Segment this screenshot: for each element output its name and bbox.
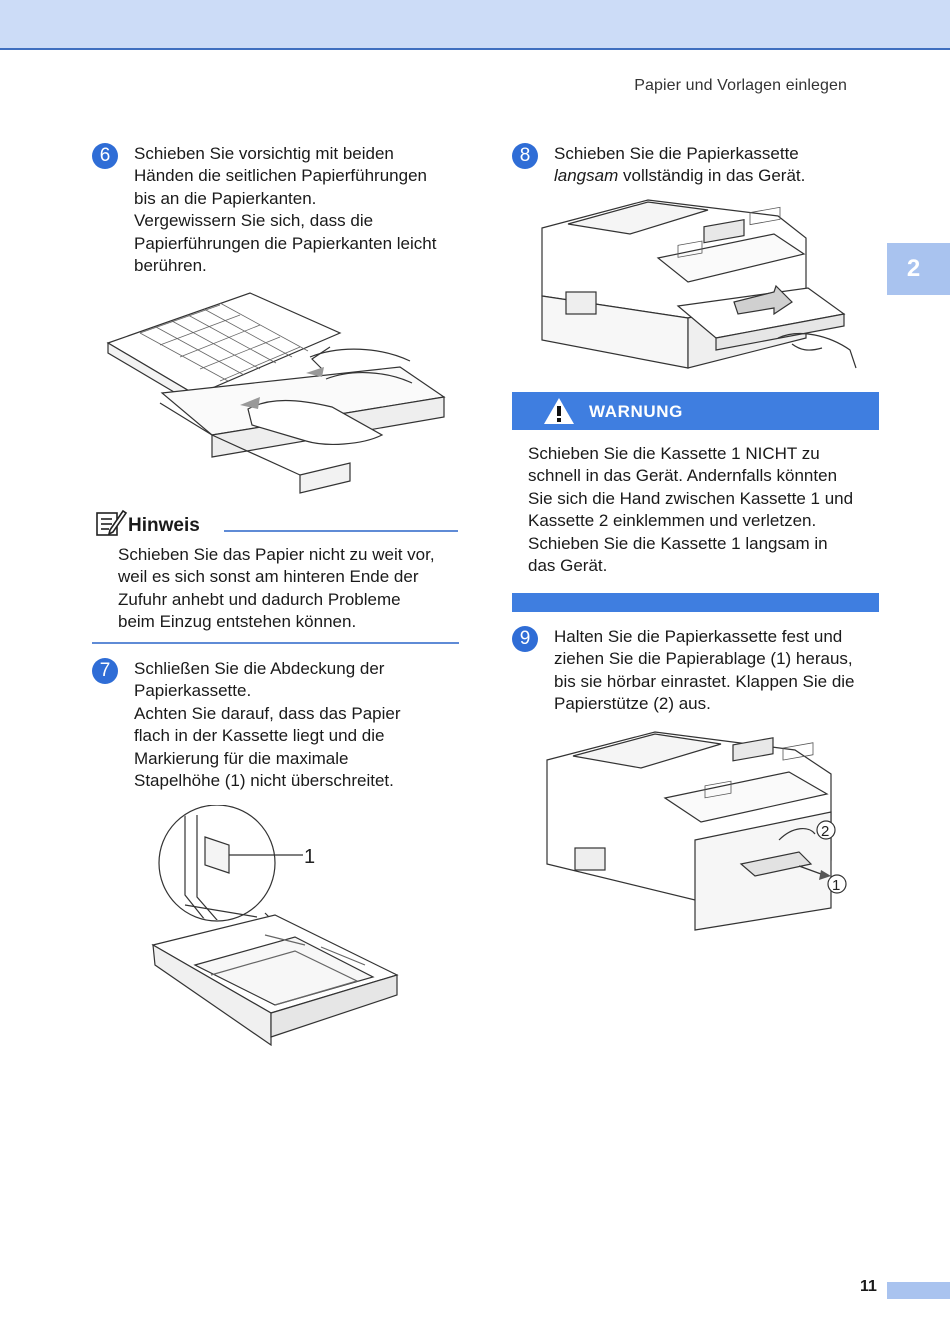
step-line: Stapelhöhe (1) nicht überschreitet.	[134, 771, 394, 791]
note-header: Hinweis	[92, 508, 460, 538]
running-header: Papier und Vorlagen einlegen	[634, 77, 847, 94]
step-line: Achten Sie darauf, dass das Papier	[134, 703, 401, 723]
step-line: Schieben Sie vorsichtig mit beiden	[134, 144, 394, 163]
step-text: Schieben Sie die Papierkassette langsam …	[554, 143, 892, 188]
emphasis-slow: langsam	[554, 166, 619, 186]
figure-callout-label: 1	[304, 846, 315, 868]
step-line: Papierführungen die Papierkanten leicht	[134, 233, 437, 253]
paper-tray-illustration: 1	[151, 805, 399, 1047]
step-line: bis an die Papierkanten.	[134, 188, 317, 208]
step-line: berühren.	[134, 256, 207, 276]
step-line: Papierstütze (2) aus.	[554, 694, 711, 714]
step-number-badge: 9	[512, 626, 538, 652]
step-line: ziehen Sie die Papierablage (1) heraus,	[554, 649, 853, 669]
warning-line: das Gerät.	[528, 556, 608, 576]
printer-insert-tray-illustration	[541, 199, 857, 369]
note-line: weil es sich sonst am hinteren Ende der	[118, 567, 419, 587]
note-bottom-rule	[92, 642, 459, 644]
figure-callout-label: 2	[821, 823, 829, 840]
step-7: 7 Schließen Sie die Abdeckung der Papier…	[92, 658, 472, 792]
warning-text: Schieben Sie die Kassette 1 NICHT zu sch…	[528, 443, 883, 577]
warning-line: Schieben Sie die Kassette 1 NICHT zu	[528, 444, 820, 463]
step-line: Markierung für die maximale	[134, 748, 349, 768]
step-number-badge: 6	[92, 143, 118, 169]
warning-footer-bar	[512, 593, 879, 612]
step-number-badge: 8	[512, 143, 538, 169]
warning-line: Kassette 2 einklemmen und verletzen.	[528, 511, 817, 531]
warning-title: WARNUNG	[589, 402, 683, 421]
warning-line: schnell in das Gerät. Andernfalls könnte…	[528, 466, 838, 486]
figure-callout-label: 1	[832, 877, 840, 894]
note-header-rule	[224, 530, 458, 532]
warning-header: WARNUNG	[512, 392, 879, 430]
note-text: Schieben Sie das Papier nicht zu weit vo…	[118, 544, 460, 634]
step-6: 6 Schieben Sie vorsichtig mit beiden Hän…	[92, 143, 472, 277]
pencil-note-icon	[96, 509, 128, 536]
note-line: Schieben Sie das Papier nicht zu weit vo…	[118, 545, 435, 564]
chapter-tab: 2	[887, 243, 950, 295]
step-text: Schließen Sie die Abdeckung der Papierka…	[134, 658, 472, 792]
step-line: Vergewissern Sie sich, dass die	[134, 211, 374, 231]
step-8: 8 Schieben Sie die Papierkassette langsa…	[512, 143, 892, 188]
warning-triangle-icon	[544, 398, 574, 424]
step-line-rest: vollständig in das Gerät.	[618, 166, 806, 186]
printer-paper-support-illustration: 2 1	[546, 731, 847, 931]
step-line: Papierkassette.	[134, 681, 252, 701]
step-line: Schließen Sie die Abdeckung der	[134, 659, 385, 678]
step-line: Schieben Sie die Papierkassette	[554, 144, 799, 163]
step-line: Händen die seitlichen Papierführungen	[134, 166, 427, 186]
note-line: beim Einzug entstehen können.	[118, 612, 357, 632]
warning-line: Schieben Sie die Kassette 1 langsam in	[528, 533, 828, 553]
note-title: Hinweis	[128, 515, 200, 536]
footer-tab	[887, 1282, 950, 1299]
step-text: Halten Sie die Papierkassette fest und z…	[554, 626, 897, 716]
paper-guides-illustration	[106, 292, 446, 494]
step-9: 9 Halten Sie die Papierkassette fest und…	[512, 626, 897, 716]
warning-line: Sie sich die Hand zwischen Kassette 1 un…	[528, 488, 854, 508]
note-box: Hinweis Schieben Sie das Papier nicht zu…	[92, 508, 460, 634]
step-number-badge: 7	[92, 658, 118, 684]
note-line: Zufuhr anhebt und dadurch Probleme	[118, 589, 401, 609]
page-number: 11	[860, 1278, 877, 1295]
step-text: Schieben Sie vorsichtig mit beiden Hände…	[134, 143, 472, 277]
step-line: Halten Sie die Papierkassette fest und	[554, 627, 843, 646]
top-header-band	[0, 0, 950, 50]
step-line: bis sie hörbar einrastet. Klappen Sie di…	[554, 671, 855, 691]
step-line: langsam vollständig in das Gerät.	[554, 165, 892, 187]
step-line: flach in der Kassette liegt und die	[134, 726, 385, 746]
